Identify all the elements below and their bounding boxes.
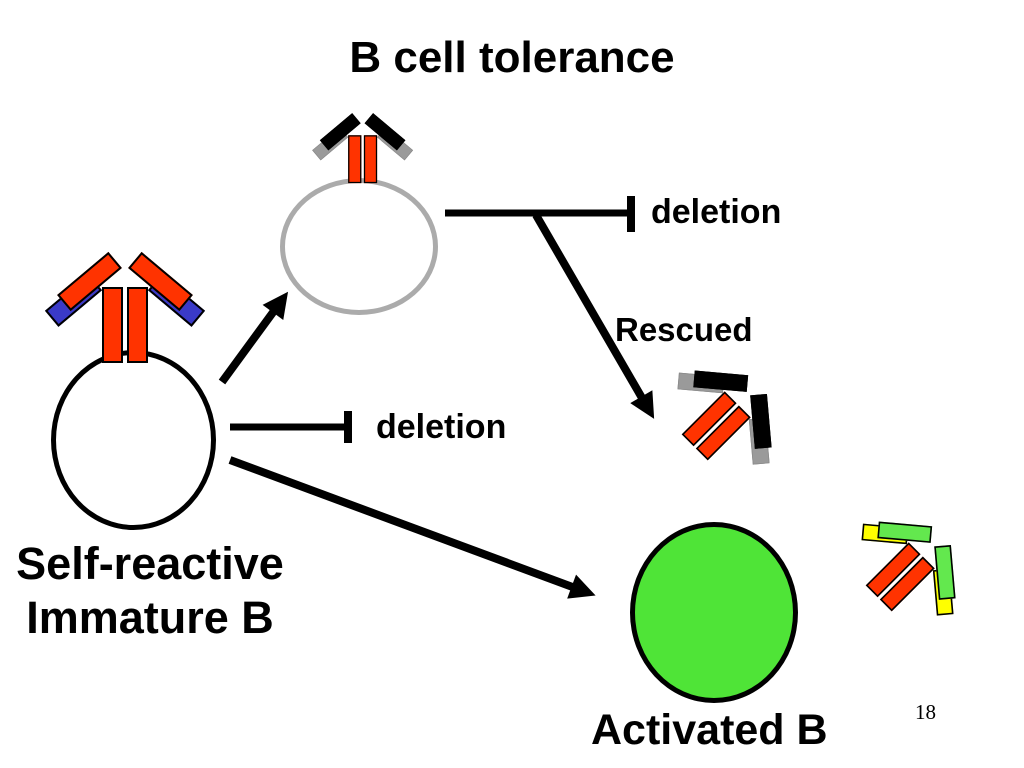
bcr-antibody-tolerant [312, 113, 414, 185]
activated-cell-label: Activated B [591, 706, 828, 754]
self-reactive-cell-label-line1: Self-reactive [16, 538, 284, 589]
self-reactive-cell-label-line2: Immature B [26, 592, 274, 643]
self-reactive-cell-label: Self-reactive Immature B [3, 537, 297, 645]
tolerant-b-cell [280, 178, 438, 315]
inhibition-mid [230, 411, 352, 443]
antibody-arm-right [750, 393, 772, 449]
antibody-arm-right [934, 544, 956, 600]
arrow-rescued [532, 212, 655, 419]
rescued-label: Rescued [615, 311, 753, 348]
slide-title: B cell tolerance [349, 33, 675, 82]
arrow-to-tolerant-cell [218, 291, 289, 385]
antibody-stem-right [363, 135, 378, 184]
antibody-stem-right [127, 287, 148, 363]
inhibition-top [445, 196, 635, 232]
bcr-antibody-self-reactive [44, 251, 206, 367]
deletion-label-top: deletion [651, 193, 782, 231]
activated-b-cell [630, 522, 798, 703]
self-reactive-b-cell [51, 350, 216, 530]
antibody-stem-left [348, 135, 362, 184]
antibody-stem-left [102, 287, 123, 363]
page-number: 18 [915, 700, 936, 724]
arrow-to-activated-cell [228, 456, 596, 599]
deletion-label-mid: deletion [376, 408, 507, 446]
